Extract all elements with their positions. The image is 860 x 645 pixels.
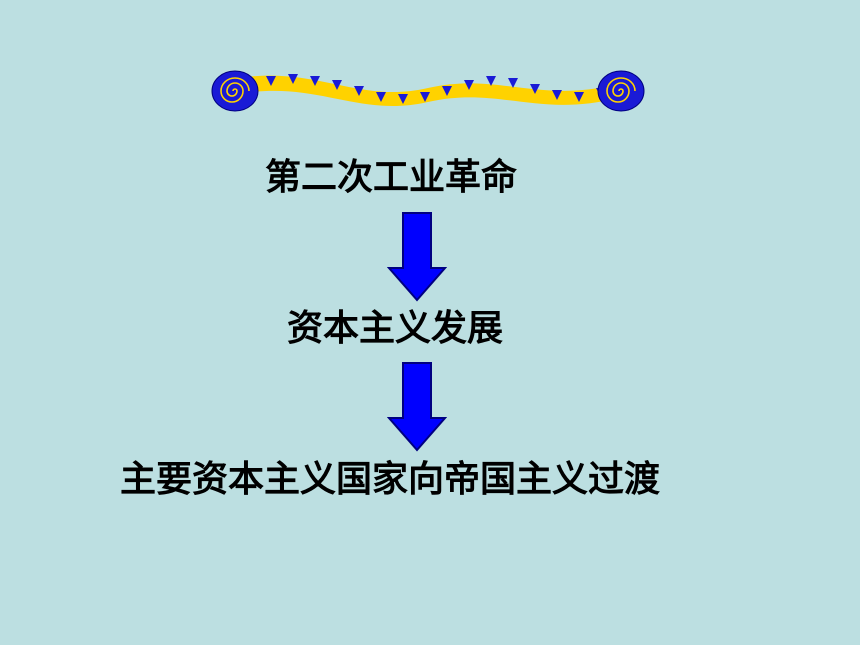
- down-arrow-icon: [387, 212, 447, 302]
- banner-band: [238, 75, 618, 107]
- wavy-scroll-banner-icon: [211, 70, 645, 112]
- right-scroll-icon: [597, 70, 645, 112]
- flow-node-capitalism-development: 资本主义发展: [287, 308, 504, 349]
- left-scroll-icon: [211, 70, 259, 112]
- flow-node-transition-to-imperialism: 主要资本主义国家向帝国主义过渡: [120, 459, 661, 500]
- down-arrow-icon: [387, 362, 447, 452]
- flow-node-industrial-revolution: 第二次工业革命: [265, 157, 518, 198]
